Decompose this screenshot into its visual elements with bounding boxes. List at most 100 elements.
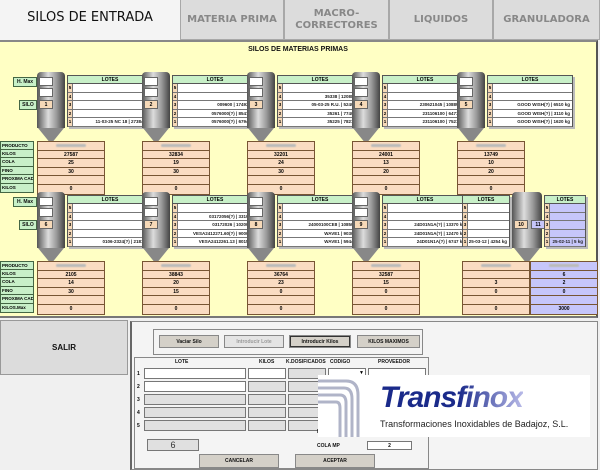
kilos-input[interactable] (248, 368, 286, 379)
silo-number[interactable]: 10 (514, 220, 528, 229)
lote-row[interactable]: 4 (278, 212, 362, 222)
lote-row[interactable]: 2 (68, 109, 152, 119)
tab-materia-prima[interactable]: MATERIA PRIMA (180, 0, 284, 40)
tab-silos-entrada[interactable]: SILOS DE ENTRADA (0, 0, 180, 40)
counter-field[interactable]: 6 (147, 439, 199, 451)
lote-row[interactable]: 5 (383, 204, 467, 213)
silo-number[interactable]: 1 (39, 100, 53, 109)
lote-row[interactable]: 2 (463, 229, 509, 239)
salir-button[interactable]: SALIR (0, 320, 128, 375)
hmax-box (249, 77, 263, 86)
tab-macro-correctores[interactable]: MACRO- CORRECTORES (284, 0, 389, 40)
lote-row[interactable]: 4 (68, 92, 152, 102)
lote-row[interactable]: 2 (545, 229, 585, 239)
kdosificados-input[interactable] (288, 368, 326, 379)
lote-row[interactable]: 5 (278, 84, 362, 93)
silo-number[interactable]: 2 (144, 100, 158, 109)
lote-input[interactable] (144, 407, 246, 418)
lote-row[interactable]: 4 (383, 212, 467, 222)
cola-mp-field[interactable]: 2 (367, 441, 412, 450)
lote-input[interactable] (144, 381, 246, 392)
silo-number[interactable]: 8 (249, 220, 263, 229)
lote-row[interactable]: 5 (68, 204, 152, 213)
lote-row[interactable]: 2 (68, 229, 152, 239)
lote-row[interactable]: 5 (68, 84, 152, 93)
lote-row[interactable]: 4 (463, 212, 509, 222)
lote-row[interactable]: 5 (173, 204, 257, 213)
lote-row[interactable]: 4 (68, 212, 152, 222)
silo-number[interactable]: 5 (459, 100, 473, 109)
silo-number[interactable]: 3 (249, 100, 263, 109)
vaciar-silo-button[interactable]: Vaciar Silo (159, 335, 219, 348)
lote-row[interactable]: 3 (545, 221, 585, 230)
lote-row[interactable]: 5 (173, 84, 257, 93)
blurred-text (371, 264, 401, 268)
cancelar-button[interactable]: CANCELAR (199, 454, 279, 468)
lote-row[interactable]: 5 (278, 204, 362, 213)
lote-row[interactable]: 3 (68, 221, 152, 230)
lote-row[interactable]: 4 (383, 92, 467, 102)
aceptar-button[interactable]: ACEPTAR (295, 454, 375, 468)
tab-granuladora[interactable]: GRANULADORA (493, 0, 600, 40)
lote-row[interactable]: 4 (173, 92, 257, 102)
lote-row[interactable]: 4 (545, 212, 585, 222)
introducir-kilos-button[interactable]: Introducir Kilos (289, 335, 351, 348)
lote-row[interactable]: 5 (463, 204, 509, 213)
info-label: COLA (0, 278, 34, 287)
lote-row[interactable]: 5 (383, 84, 467, 93)
silo-number[interactable]: 7 (144, 220, 158, 229)
lote-input[interactable] (144, 394, 246, 405)
lote-row[interactable]: 4 (488, 92, 572, 102)
silo-number[interactable]: 11 (531, 220, 545, 229)
silo-number[interactable]: 6 (39, 220, 53, 229)
lote-value: 24D01N1A(?) | 13370 kg (414, 222, 465, 228)
info-label: PRODUCTO (0, 261, 34, 270)
kilos-input[interactable] (248, 394, 286, 405)
introducir-lote-button[interactable]: Introducir Lote (224, 335, 284, 348)
lote-row[interactable]: 3 (68, 101, 152, 110)
chevron-down-icon[interactable]: ▼ (359, 370, 364, 376)
kilos-input[interactable] (248, 407, 286, 418)
kilos-input[interactable] (248, 420, 286, 431)
product-name (38, 142, 104, 151)
lote-input[interactable] (144, 420, 246, 431)
silo-number[interactable]: 9 (354, 220, 368, 229)
lote-row[interactable]: 5 (488, 84, 572, 93)
kilos-input[interactable] (248, 381, 286, 392)
tab-liquidos[interactable]: LIQUIDOS (389, 0, 493, 40)
lote-input[interactable] (144, 368, 246, 379)
lotes-header: LOTES (383, 196, 467, 204)
kilos-maximos-button[interactable]: KILOS MAXIMOS (357, 335, 420, 348)
lote-row[interactable]: 3 (463, 221, 509, 230)
lote-row[interactable]: 5 (545, 204, 585, 213)
silo-number[interactable]: 4 (354, 100, 368, 109)
